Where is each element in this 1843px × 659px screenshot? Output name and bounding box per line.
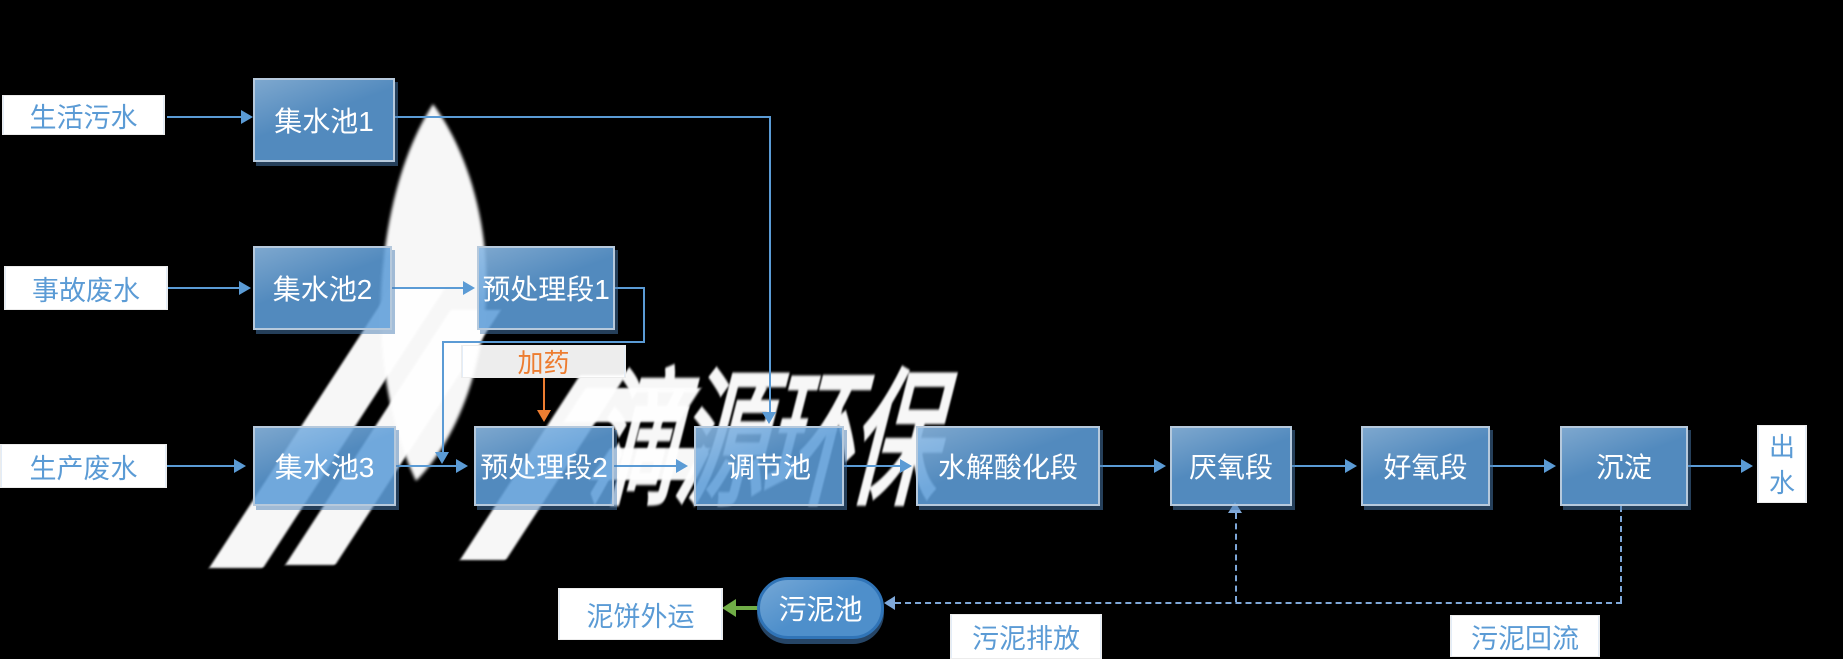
sludge-return-line (1235, 513, 1237, 602)
source-label-domestic-text: 生活污水 (29, 102, 138, 133)
source-label-accident: 事故废水 (4, 266, 168, 310)
flow-line (614, 465, 678, 467)
arrowhead-right-icon (1154, 459, 1166, 473)
flow-line (844, 465, 902, 467)
flow-line (1100, 465, 1156, 467)
source-label-accident-text: 事故废水 (32, 275, 140, 306)
source-label-production: 生产废水 (0, 444, 167, 488)
flow-line (615, 287, 645, 289)
effluent-label: 出水 (1757, 425, 1807, 503)
node-pretreat2-text: 预处理段2 (480, 452, 608, 483)
arrowhead-down-icon (537, 410, 551, 422)
sludge-return-label: 污泥回流 (1450, 615, 1600, 657)
arrowhead-right-icon (1345, 459, 1357, 473)
source-label-production-text: 生产废水 (29, 453, 138, 484)
sludge-cake-label-text: 泥饼外运 (586, 601, 695, 632)
dosing-label-text: 加药 (517, 348, 570, 378)
sludge-cake-label: 泥饼外运 (558, 588, 723, 640)
flow-line (395, 116, 771, 118)
node-sump3: 集水池3 (253, 426, 396, 506)
effluent-label-text: 出水 (1768, 432, 1795, 498)
flow-line (1292, 465, 1347, 467)
sludge-discharge-label: 污泥排放 (950, 614, 1102, 659)
arrowhead-right-icon (900, 459, 912, 473)
node-sedimentation: 沉淀 (1560, 426, 1688, 506)
sludge-line-horizontal (895, 602, 1622, 604)
dosing-line (543, 378, 545, 412)
sludge-line-from-sedimentation (1620, 506, 1622, 602)
node-sludge-tank: 污泥池 (757, 577, 884, 639)
arrowhead-right-icon (676, 459, 688, 473)
sludge-discharge-label-text: 污泥排放 (972, 624, 1080, 654)
flow-line (168, 287, 241, 289)
node-pretreat1: 预处理段1 (477, 246, 615, 330)
node-pretreat2: 预处理段2 (474, 426, 614, 506)
node-sump2: 集水池2 (253, 246, 392, 330)
node-anaerobic: 厌氧段 (1170, 426, 1292, 506)
arrowhead-right-icon (463, 281, 475, 295)
flow-line (396, 465, 456, 467)
arrowhead-down-icon (762, 412, 776, 424)
flow-line (643, 287, 645, 343)
node-hydrolysis-text: 水解酸化段 (937, 452, 1078, 483)
flow-line (442, 341, 645, 343)
node-aerobic: 好氧段 (1361, 426, 1490, 506)
flow-line (1490, 465, 1546, 467)
node-sump2-text: 集水池2 (272, 274, 373, 305)
arrowhead-down-icon (435, 452, 449, 464)
arrowhead-right-icon (1544, 459, 1556, 473)
arrowhead-right-icon (241, 110, 253, 124)
arrowhead-right-icon (239, 281, 251, 295)
node-sump3-text: 集水池3 (274, 452, 375, 483)
node-sludge-tank-text: 污泥池 (778, 594, 863, 625)
flow-line (769, 116, 771, 414)
node-pretreat1-text: 预处理段1 (482, 274, 610, 305)
arrowhead-left-icon (884, 596, 895, 610)
node-hydrolysis: 水解酸化段 (916, 426, 1100, 506)
arrowhead-left-icon (722, 599, 736, 617)
arrowhead-right-icon (234, 459, 246, 473)
node-equalization-text: 调节池 (726, 452, 811, 483)
arrowhead-up-icon (1228, 502, 1242, 513)
node-equalization: 调节池 (694, 426, 844, 506)
dosing-label: 加药 (461, 345, 626, 378)
sludge-return-label-text: 污泥回流 (1471, 623, 1579, 654)
flow-line (167, 116, 243, 118)
flow-line (392, 287, 465, 289)
node-anaerobic-text: 厌氧段 (1188, 452, 1273, 483)
flow-line (167, 465, 234, 467)
node-sump1-text: 集水池1 (274, 106, 374, 137)
node-sump1: 集水池1 (253, 78, 395, 162)
node-aerobic-text: 好氧段 (1383, 452, 1468, 483)
sludge-cake-line (734, 606, 758, 610)
flow-line (442, 341, 444, 454)
source-label-domestic: 生活污水 (2, 95, 165, 135)
flow-line (1688, 465, 1743, 467)
arrowhead-right-icon (1741, 459, 1753, 473)
arrowhead-right-icon (456, 459, 468, 473)
node-sedimentation-text: 沉淀 (1595, 452, 1652, 483)
